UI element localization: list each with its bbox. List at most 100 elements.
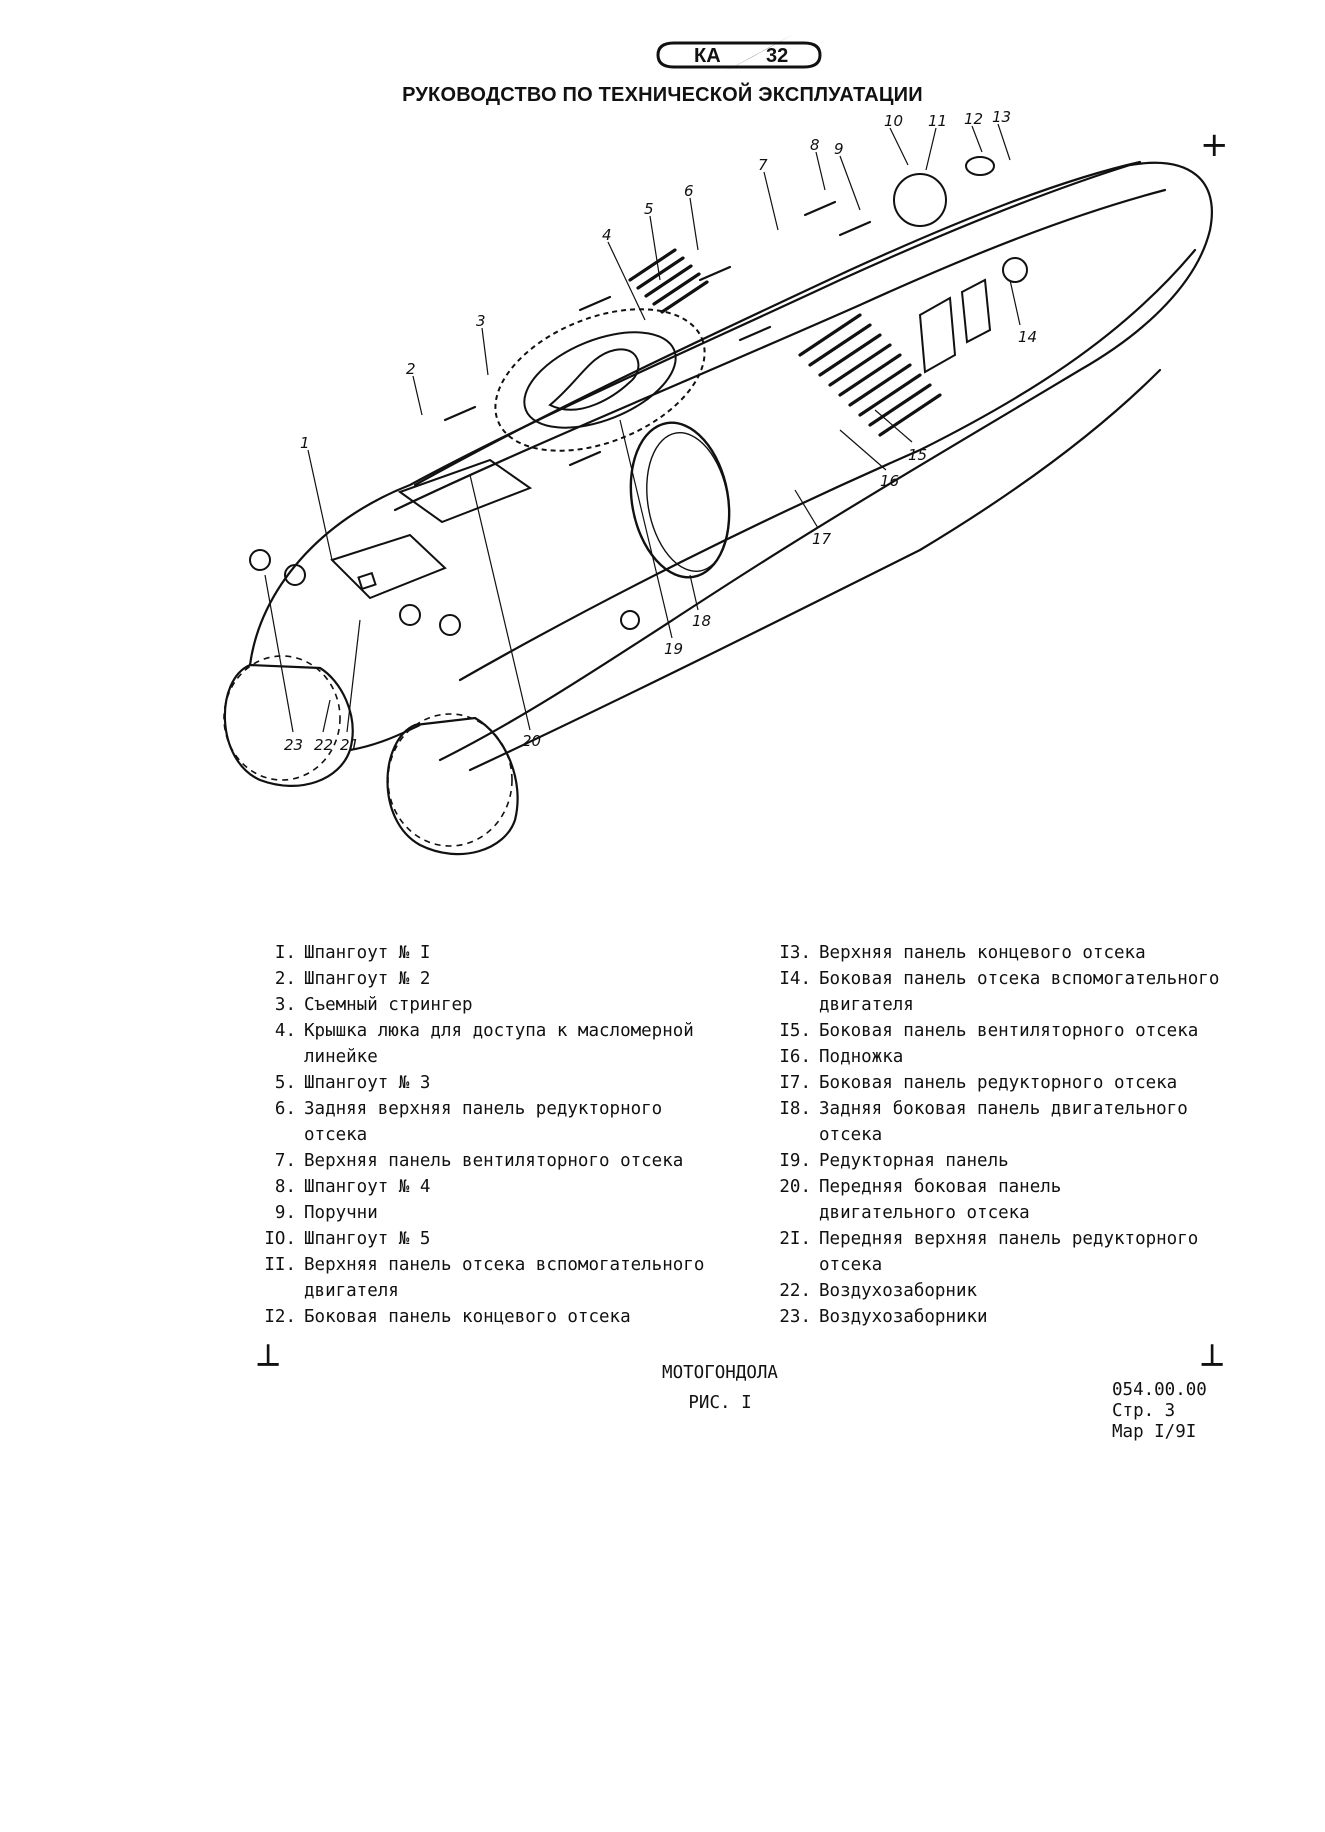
legend-number: I9.	[779, 1151, 811, 1171]
legend-item: I8. Задняя боковая панель двигательного	[765, 1096, 1285, 1122]
callout-9: 9	[834, 140, 844, 158]
figure-name: МОТОГОНДОЛА	[662, 1363, 778, 1383]
legend-left-column: I. Шпангоут № I 2. Шпангоут № 2 3. Съемный …	[250, 940, 750, 1330]
legend-number: I4.	[779, 969, 811, 989]
callout-17: 17	[812, 530, 832, 548]
legend-text: Верхняя панель вентиляторного отсека	[304, 1151, 684, 1171]
legend-item-continuation: линейке	[250, 1044, 750, 1070]
legend-item: II.Верхняя панель отсека вспомогательног…	[250, 1252, 750, 1278]
callout-6: 6	[684, 182, 694, 200]
legend-text: Шпангоут № 4	[304, 1177, 431, 1197]
legend-number: IO.	[264, 1229, 296, 1249]
legend-item: 23. Воздухозаборники	[765, 1304, 1285, 1330]
legend-text: Редукторная панель	[819, 1151, 1009, 1171]
legend-text: Воздухозаборник	[819, 1281, 978, 1301]
callout-1: 1	[300, 434, 310, 452]
nacelle-diagram: 1 2 3 4 5 6 7 8 9 10 11 12 13 14 15 16 1…	[223, 108, 1213, 856]
legend-number: I.	[274, 943, 296, 963]
callout-3: 3	[476, 312, 486, 330]
legend-item: 22. Воздухозаборник	[765, 1278, 1285, 1304]
legend-text: отсека	[819, 1125, 883, 1145]
legend-item: I5.Боковая панель вентиляторного отсека	[765, 1018, 1285, 1044]
callout-20: 20	[522, 732, 541, 750]
legend-text: Подножка	[819, 1047, 904, 1067]
legend-item: 3. Съемный стрингер	[250, 992, 750, 1018]
legend-text: Шпангоут № 3	[304, 1073, 431, 1093]
legend-number: 4.	[274, 1021, 296, 1041]
legend-item: 8.Шпангоут № 4	[250, 1174, 750, 1200]
legend-item: I. Шпангоут № I	[250, 940, 750, 966]
legend-text: Боковая панель отсека вспомогательного	[819, 969, 1220, 989]
callout-8: 8	[810, 136, 820, 154]
legend-item: I4. Боковая панель отсека вспомогательног…	[765, 966, 1285, 992]
legend-number: 3.	[274, 995, 296, 1015]
legend-number: 22.	[779, 1281, 811, 1301]
legend-text: Боковая панель вентиляторного отсека	[819, 1021, 1199, 1041]
legend-number: 5.	[274, 1073, 296, 1093]
callout-18: 18	[692, 612, 711, 630]
document-code: 054.00.00	[1112, 1380, 1207, 1400]
callout-19: 19	[664, 640, 683, 658]
crop-mark-bottom-left: ┴	[258, 1345, 279, 1385]
legend-number: I3.	[779, 943, 811, 963]
legend-text: Шпангоут № 5	[304, 1229, 431, 1249]
legend-number: 7.	[274, 1151, 296, 1171]
callout-16: 16	[880, 472, 899, 490]
callout-15: 15	[908, 446, 927, 464]
page-number: Стр. 3	[1112, 1401, 1176, 1421]
legend-item-continuation: двигательного отсека	[765, 1200, 1285, 1226]
legend-item: 2I. Передняя верхняя панель редукторного	[765, 1226, 1285, 1252]
callout-14: 14	[1018, 328, 1037, 346]
legend-item: I6. Подножка	[765, 1044, 1285, 1070]
callout-21: 21	[340, 736, 359, 754]
callout-10: 10	[884, 112, 903, 130]
legend-item: 20.Передняя боковая панель	[765, 1174, 1285, 1200]
callout-22: 22	[314, 736, 333, 754]
legend-number: I6.	[779, 1047, 811, 1067]
legend-item: IO. Шпангоут № 5	[250, 1226, 750, 1252]
legend-item-continuation: двигателя	[765, 992, 1285, 1018]
legend-number: 2.	[274, 969, 296, 989]
legend-item-continuation: отсека	[765, 1122, 1285, 1148]
legend-item: I9. Редукторная панель	[765, 1148, 1285, 1174]
document-meta: 054.00.00 Стр. 3 Мар I/9I	[1112, 1380, 1207, 1443]
legend-text: Воздухозаборники	[819, 1307, 988, 1327]
legend-text: Шпангоут № 2	[304, 969, 431, 989]
legend-item: 2. Шпангоут № 2	[250, 966, 750, 992]
figure-caption: МОТОГОНДОЛА РИС. I	[620, 1358, 820, 1418]
legend-item: I2.Боковая панель концевого отсека	[250, 1304, 750, 1330]
logo-text-left: КА	[694, 45, 721, 67]
legend-number: 9.	[274, 1203, 296, 1223]
callout-7: 7	[758, 156, 768, 174]
legend-item-continuation: отсека	[765, 1252, 1285, 1278]
legend-item: 7. Верхняя панель вентиляторного отсека	[250, 1148, 750, 1174]
legend-text: линейке	[304, 1047, 378, 1067]
legend-text: Верхняя панель концевого отсека	[819, 943, 1146, 963]
legend-item: I7. Боковая панель редукторного отсека	[765, 1070, 1285, 1096]
legend-text: отсека	[304, 1125, 368, 1145]
legend-item: I3. Верхняя панель концевого отсека	[765, 940, 1285, 966]
legend-number: I7.	[779, 1073, 811, 1093]
callout-23: 23	[284, 736, 303, 754]
legend-number: 2I.	[779, 1229, 811, 1249]
legend-number: 20.	[779, 1177, 811, 1197]
legend-number: I8.	[779, 1099, 811, 1119]
ka32-logo: КА 32	[656, 34, 822, 72]
legend-number: 6.	[274, 1099, 296, 1119]
figure-number: РИС. I	[688, 1393, 752, 1413]
legend-text: двигателя	[304, 1281, 399, 1301]
callout-5: 5	[644, 200, 654, 218]
legend-text: отсека	[819, 1255, 883, 1275]
crop-mark-top-right: +	[1200, 125, 1229, 165]
legend-text: Шпангоут № I	[304, 943, 431, 963]
revision-date: Мар I/9I	[1112, 1422, 1197, 1442]
legend-item: 6.Задняя верхняя панель редукторного	[250, 1096, 750, 1122]
legend-number: II.	[264, 1255, 296, 1275]
legend-item: 9.Поручни	[250, 1200, 750, 1226]
legend-item-continuation: двигателя	[250, 1278, 750, 1304]
legend-number: 23.	[779, 1307, 811, 1327]
legend-text: Передняя верхняя панель редукторного	[819, 1229, 1199, 1249]
legend-text: Задняя боковая панель двигательного	[819, 1099, 1188, 1119]
legend-text: Боковая панель редукторного отсека	[819, 1073, 1178, 1093]
legend-text: Съемный стрингер	[304, 995, 473, 1015]
